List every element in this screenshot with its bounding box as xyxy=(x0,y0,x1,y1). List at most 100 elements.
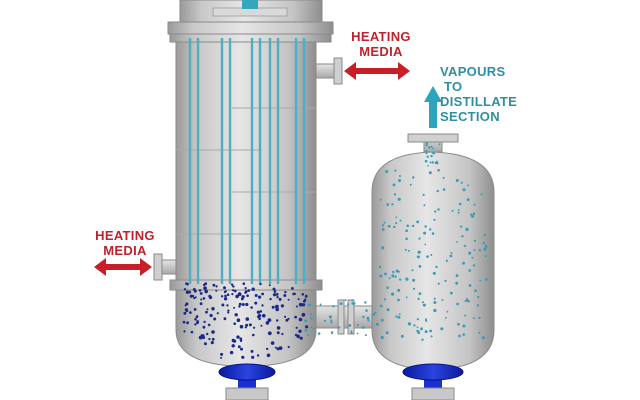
bubble xyxy=(480,193,483,196)
bubble xyxy=(194,296,197,299)
bubble xyxy=(298,302,303,307)
bubble xyxy=(425,150,428,153)
bubble xyxy=(397,288,401,292)
bubble xyxy=(471,256,474,259)
bubble xyxy=(395,216,398,219)
bubble xyxy=(392,270,395,274)
bubble xyxy=(434,210,437,213)
bubble xyxy=(204,289,208,294)
bubble xyxy=(473,239,476,242)
bubble xyxy=(268,284,271,287)
bubble xyxy=(429,161,432,164)
bubble xyxy=(186,321,190,325)
bubble xyxy=(456,241,458,243)
bubble xyxy=(463,244,466,247)
bubble xyxy=(405,277,409,281)
bubble xyxy=(404,248,407,251)
bubble xyxy=(191,294,195,298)
bubble xyxy=(462,334,465,337)
bubble xyxy=(424,243,427,246)
bubble xyxy=(385,170,389,173)
bubble xyxy=(361,326,365,329)
bubble xyxy=(483,233,486,237)
bubble xyxy=(234,313,238,317)
bubble xyxy=(182,320,186,324)
bubble xyxy=(484,255,487,258)
bubble xyxy=(456,302,459,306)
bubble xyxy=(211,330,215,334)
bubble xyxy=(259,282,262,286)
bubble xyxy=(393,193,397,196)
bubble xyxy=(412,287,416,290)
bubble xyxy=(379,198,382,201)
bubble xyxy=(241,355,245,359)
bubble xyxy=(246,294,249,298)
bubble xyxy=(433,308,437,313)
bubble xyxy=(392,183,396,187)
bubble xyxy=(423,204,426,207)
bubble xyxy=(478,249,482,252)
bubble xyxy=(352,302,356,305)
bubble xyxy=(426,155,429,158)
vapours-label-line1: VAPOURS xyxy=(440,64,506,79)
bubble xyxy=(270,341,275,345)
bubble xyxy=(383,298,387,301)
bubble xyxy=(467,184,470,187)
bubble xyxy=(458,334,461,338)
bubble xyxy=(460,181,463,184)
bubble xyxy=(242,282,246,286)
bubble xyxy=(407,249,410,252)
bubble xyxy=(470,213,473,216)
bubble xyxy=(437,282,440,285)
bubble xyxy=(422,303,426,307)
bubble xyxy=(304,319,308,323)
bubble xyxy=(227,311,230,314)
bubble xyxy=(446,310,449,313)
bubble xyxy=(366,316,370,320)
bubble xyxy=(432,147,434,150)
bubble xyxy=(405,229,408,232)
bubble xyxy=(259,310,263,313)
bubble xyxy=(232,289,235,292)
bubble xyxy=(225,290,227,293)
bubble xyxy=(203,320,206,324)
bubble xyxy=(330,319,333,322)
bubble xyxy=(310,317,313,320)
bubble xyxy=(351,299,354,302)
bubble xyxy=(240,347,243,351)
bubble xyxy=(312,327,315,330)
bubble xyxy=(413,324,416,327)
bubble xyxy=(416,255,420,259)
bubble xyxy=(423,231,427,235)
bubble xyxy=(235,294,239,299)
bubble xyxy=(483,247,487,251)
bubble xyxy=(328,315,332,319)
bubble xyxy=(257,314,262,318)
bubble xyxy=(250,349,254,353)
bubble xyxy=(254,294,258,297)
bubble xyxy=(395,315,398,318)
bubble xyxy=(256,310,260,314)
bubble xyxy=(232,285,235,288)
bubble xyxy=(276,347,280,351)
bubble xyxy=(184,308,188,312)
bubble xyxy=(236,318,241,323)
bubble xyxy=(428,171,432,175)
bubble xyxy=(435,265,438,269)
heating-media-label-left-line1: HEATING xyxy=(95,228,155,243)
bubble xyxy=(472,264,475,267)
bubble xyxy=(385,331,389,335)
bubble xyxy=(356,323,359,326)
bubble xyxy=(189,311,192,314)
bubble xyxy=(434,161,438,165)
bubble xyxy=(436,189,439,193)
bubble xyxy=(386,286,389,290)
bubble xyxy=(391,274,395,278)
bubble xyxy=(291,287,294,290)
bubble xyxy=(195,315,199,319)
bubble xyxy=(383,221,386,224)
bubble xyxy=(307,334,310,336)
bubble xyxy=(299,336,303,340)
bubble xyxy=(386,308,390,312)
bubble xyxy=(278,297,282,301)
